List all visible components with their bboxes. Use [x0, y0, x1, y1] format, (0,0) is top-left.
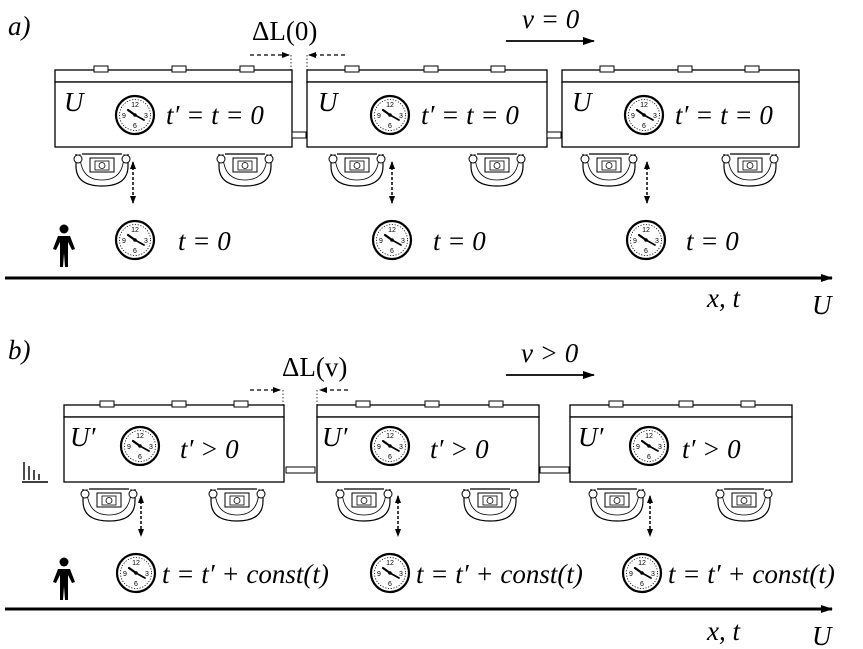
velocity-label-a: v = 0	[522, 4, 580, 34]
frame-label-a-1: U	[64, 87, 85, 117]
wagon-time-a-1: t′ = t = 0	[166, 100, 264, 130]
clock-icon	[625, 219, 667, 261]
ground-time-b-3: t = t′ + const(t)	[668, 559, 835, 589]
clock-icon	[623, 94, 665, 136]
frame-label-b-2: U′	[322, 422, 348, 452]
wagon-a-2: U t′ = t = 0	[306, 65, 548, 187]
wheel-icon	[216, 153, 274, 187]
wagon-a-1: U t′ = t = 0	[54, 65, 293, 187]
coupling-b-1	[285, 466, 316, 474]
ground-time-b-2: t = t′ + const(t)	[416, 559, 583, 589]
wagon-time-b-3: t′ > 0	[682, 434, 741, 464]
wagon-b-1: U′ t′ > 0	[63, 400, 285, 522]
panel-a-label: a)	[8, 11, 31, 41]
ground-time-a-2: t = 0	[433, 226, 486, 256]
wheel-icon	[715, 488, 773, 522]
axis-label-b: x, t	[706, 616, 741, 646]
wagon-a-3: U t′ = t = 0	[561, 65, 800, 187]
clock-icon	[369, 94, 411, 136]
wagon-b-3: U′ t′ > 0	[569, 400, 793, 522]
clock-icon	[115, 552, 157, 594]
ground-time-b-1: t = t′ + const(t)	[162, 559, 329, 589]
wheel-icon	[461, 488, 519, 522]
panel-b: b) v > 0 ΔL(v) U′ t′ > 0	[5, 335, 835, 649]
gap-label-a: ΔL(0)	[252, 16, 317, 46]
axis-frame-b: U	[812, 621, 833, 649]
frame-label-a-3: U	[572, 87, 593, 117]
wheel-icon	[328, 153, 386, 187]
axis-frame-a: U	[812, 290, 833, 320]
clock-icon	[369, 552, 411, 594]
wagon-time-b-1: t′ > 0	[180, 434, 239, 464]
motion-lines-icon	[21, 461, 49, 483]
wheel-icon	[208, 488, 266, 522]
clock-icon	[628, 425, 670, 467]
coupling-b-2	[539, 466, 570, 474]
ground-time-a-1: t = 0	[178, 226, 231, 256]
wagon-time-a-3: t′ = t = 0	[675, 100, 773, 130]
clock-icon	[119, 425, 161, 467]
clock-icon	[114, 94, 156, 136]
wagon-time-b-2: t′ > 0	[430, 434, 489, 464]
axis-label-a: x, t	[706, 283, 741, 313]
velocity-label-b: v > 0	[521, 338, 579, 368]
frame-label-b-1: U′	[70, 422, 96, 452]
ground-time-a-3: t = 0	[686, 226, 739, 256]
panel-b-label: b)	[8, 335, 31, 365]
wagon-time-a-2: t′ = t = 0	[421, 100, 519, 130]
wheel-icon	[721, 153, 779, 187]
person-icon	[53, 557, 75, 600]
wagon-b-2: U′ t′ > 0	[316, 400, 540, 522]
wheel-icon	[580, 153, 638, 187]
gap-label-b: ΔL(v)	[282, 352, 347, 382]
coupling-a-2	[546, 131, 562, 139]
wheel-icon	[80, 488, 138, 522]
clock-icon	[369, 425, 411, 467]
panel-a: a) v = 0 ΔL(0) U t′ = t = 0	[5, 4, 833, 320]
person-icon	[53, 224, 75, 267]
clock-icon	[114, 219, 156, 261]
frame-label-b-3: U′	[578, 422, 604, 452]
clock-icon	[371, 219, 413, 261]
wheel-icon	[73, 153, 131, 187]
wheel-icon	[588, 488, 646, 522]
clock-icon	[621, 552, 663, 594]
wheel-icon	[335, 488, 393, 522]
coupling-a-1	[291, 131, 307, 139]
frame-label-a-2: U	[318, 87, 339, 117]
wheel-icon	[468, 153, 526, 187]
